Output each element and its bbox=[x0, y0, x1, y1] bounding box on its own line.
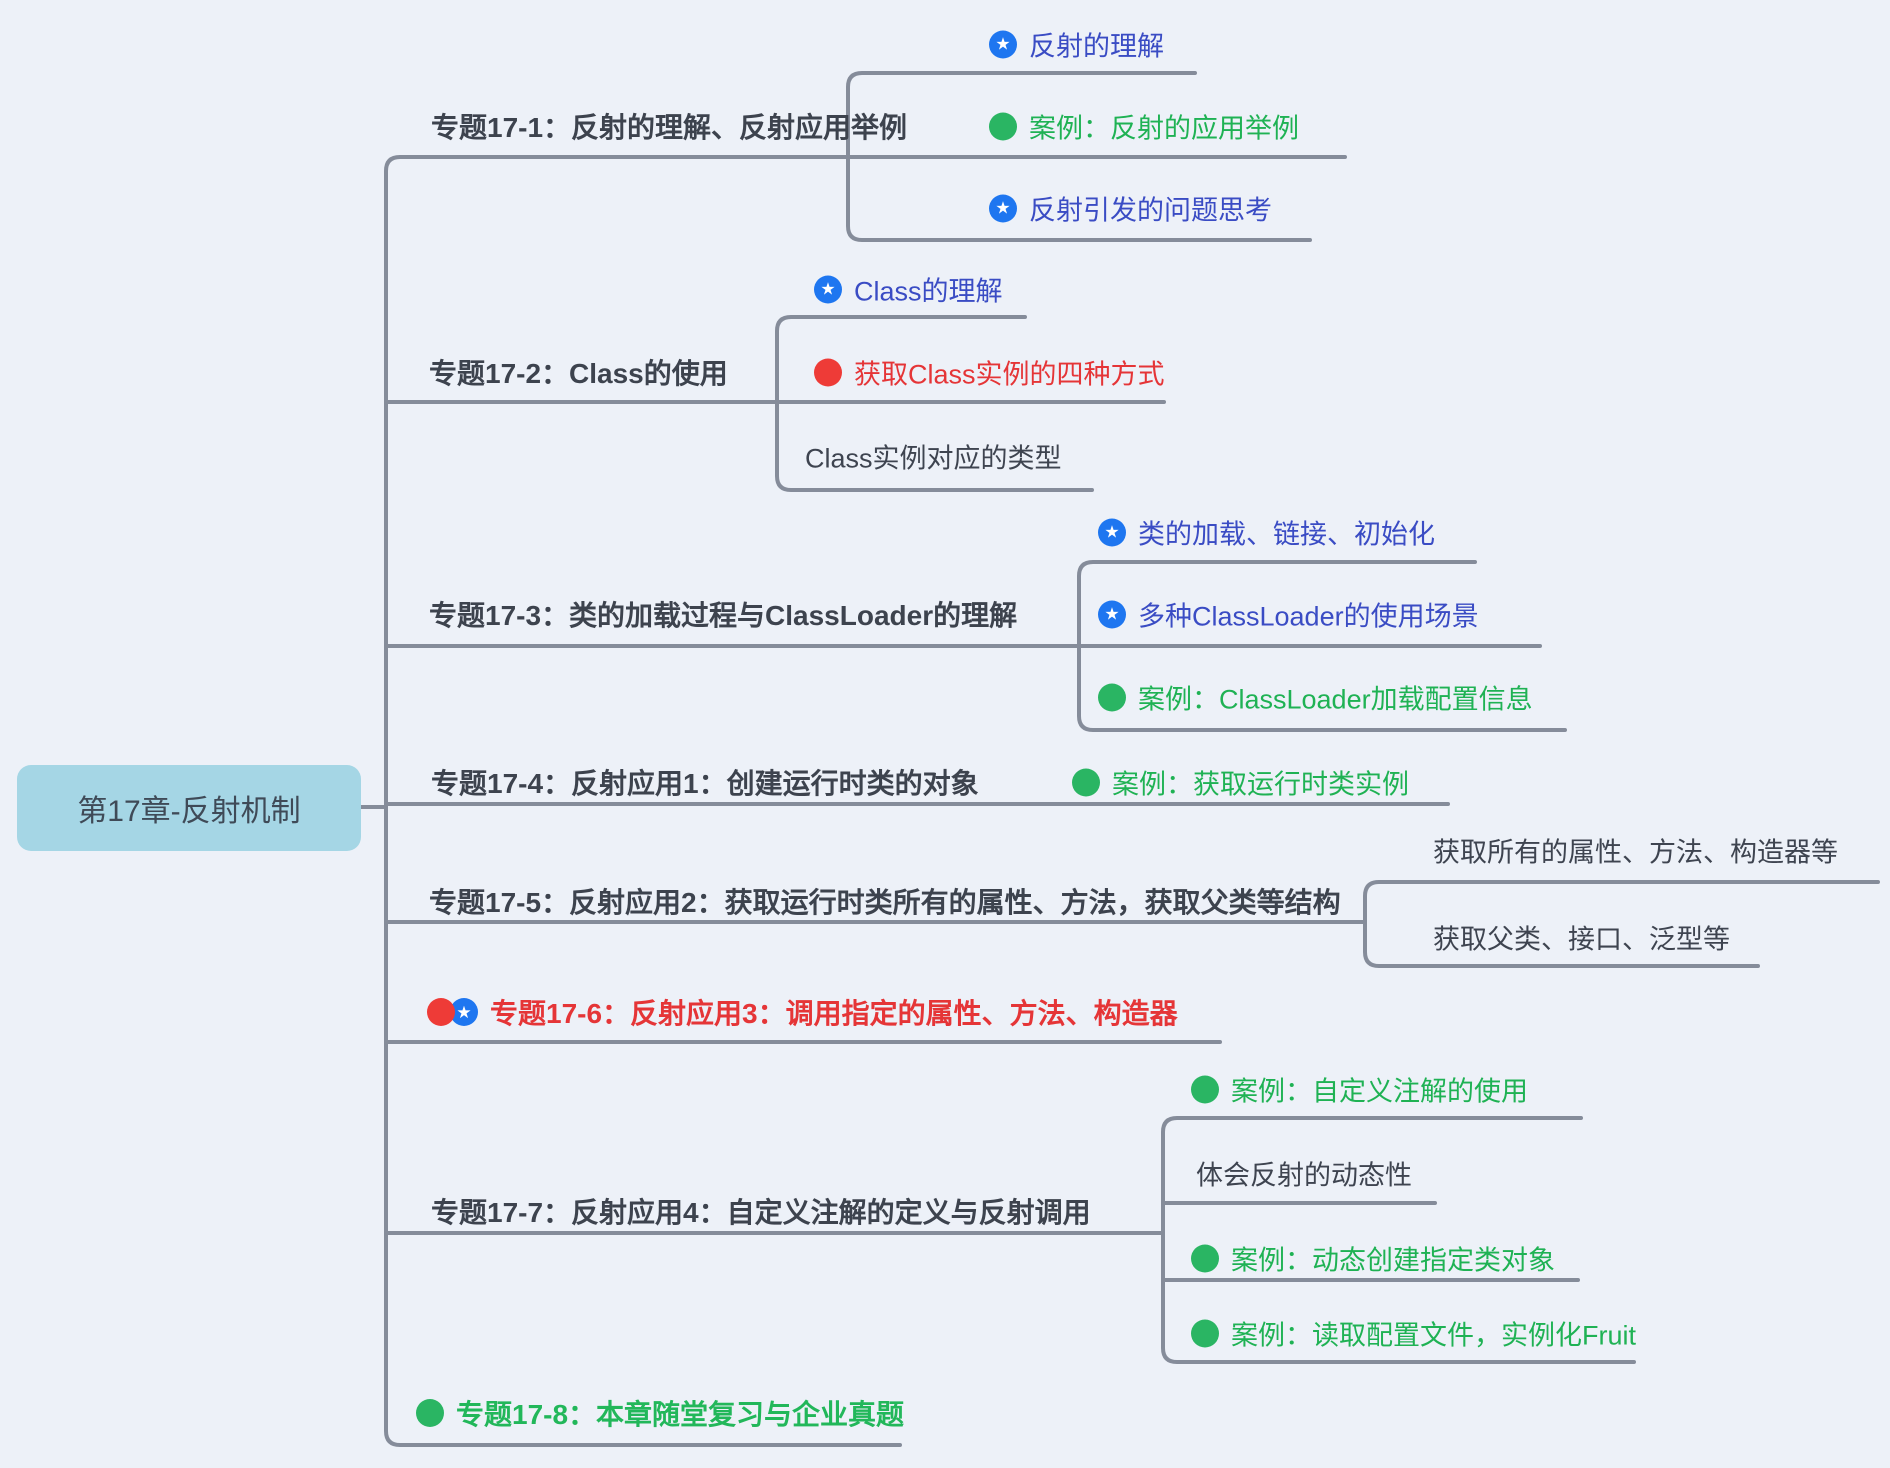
green-dot-icon bbox=[1191, 1244, 1219, 1272]
green-dot-icon bbox=[989, 112, 1017, 140]
branch-topic-label: 专题17-7：反射应用4：自定义注解的定义与反射调用 bbox=[431, 1197, 1091, 1228]
branch-topic-17-7[interactable]: 专题17-7：反射应用4：自定义注解的定义与反射调用 bbox=[431, 1191, 1091, 1231]
subtopic-label: 获取所有的属性、方法、构造器等 bbox=[1433, 837, 1838, 868]
branch5-children-bracket bbox=[1363, 880, 1880, 968]
star-icon: ★ bbox=[1098, 600, 1126, 628]
branch-topic-17-3[interactable]: 专题17-3：类的加载过程与ClassLoader的理解 bbox=[429, 594, 1017, 634]
subtopic-label: Class实例对应的类型 bbox=[805, 443, 1062, 474]
subtopic-label: 多种ClassLoader的使用场景 bbox=[1138, 601, 1479, 632]
star-icon: ★ bbox=[989, 30, 1017, 58]
branch-topic-label: 专题17-2：Class的使用 bbox=[429, 358, 728, 389]
subtopic-label: 案例：自定义注解的使用 bbox=[1231, 1076, 1528, 1107]
subtopic-label: 案例：动态创建指定类对象 bbox=[1231, 1245, 1555, 1276]
green-dot-icon bbox=[1191, 1075, 1219, 1103]
subtopic-label: 案例：反射的应用举例 bbox=[1029, 113, 1299, 144]
branch2-children-bracket bbox=[775, 315, 1094, 492]
branch-topic-17-6[interactable]: ★ 专题17-6：反射应用3：调用指定的属性、方法、构造器 bbox=[427, 992, 1178, 1032]
subtopic-label: Class的理解 bbox=[854, 276, 1003, 307]
subtopic-label: 反射的理解 bbox=[1029, 31, 1164, 62]
subtopic[interactable]: 案例：ClassLoader加载配置信息 bbox=[1098, 678, 1533, 717]
trunk-connector bbox=[384, 155, 1347, 1447]
branch-topic-17-1[interactable]: 专题17-1：反射的理解、反射应用举例 bbox=[431, 106, 907, 146]
branch-topic-17-5[interactable]: 专题17-5：反射应用2：获取运行时类所有的属性、方法，获取父类等结构 bbox=[429, 881, 1341, 921]
green-dot-icon bbox=[1191, 1319, 1219, 1347]
subtopic-label: 类的加载、链接、初始化 bbox=[1138, 519, 1435, 550]
subtopic[interactable]: 获取Class实例的四种方式 bbox=[814, 353, 1165, 392]
subtopic[interactable]: ★ 反射引发的问题思考 bbox=[989, 189, 1272, 228]
subtopic[interactable]: 案例：自定义注解的使用 bbox=[1191, 1070, 1528, 1109]
red-dot-icon bbox=[427, 998, 455, 1026]
root-topic[interactable]: 第17章-反射机制 bbox=[17, 765, 361, 851]
branch-topic-label: 专题17-3：类的加载过程与ClassLoader的理解 bbox=[429, 600, 1018, 631]
branch-topic-label: 专题17-5：反射应用2：获取运行时类所有的属性、方法，获取父类等结构 bbox=[429, 887, 1341, 918]
branch-topic-17-2[interactable]: 专题17-2：Class的使用 bbox=[429, 352, 728, 392]
subtopic-label: 反射引发的问题思考 bbox=[1029, 195, 1272, 226]
subtopic-label: 获取父类、接口、泛型等 bbox=[1433, 924, 1730, 955]
subtopic[interactable]: 获取所有的属性、方法、构造器等 bbox=[1433, 831, 1838, 870]
subtopic[interactable]: 案例：动态创建指定类对象 bbox=[1191, 1239, 1555, 1278]
subtopic[interactable]: ★ 多种ClassLoader的使用场景 bbox=[1098, 595, 1479, 634]
red-dot-icon bbox=[814, 358, 842, 386]
branch-topic-label: 专题17-6：反射应用3：调用指定的属性、方法、构造器 bbox=[490, 998, 1178, 1029]
subtopic-label: 获取Class实例的四种方式 bbox=[854, 359, 1165, 390]
branch-topic-label: 专题17-4：反射应用1：创建运行时类的对象 bbox=[431, 768, 979, 799]
subtopic[interactable]: Class实例对应的类型 bbox=[805, 437, 1062, 476]
star-icon: ★ bbox=[1098, 518, 1126, 546]
star-icon: ★ bbox=[989, 194, 1017, 222]
subtopic[interactable]: ★ 类的加载、链接、初始化 bbox=[1098, 513, 1435, 552]
subtopic[interactable]: ★ Class的理解 bbox=[814, 270, 1003, 309]
subtopic[interactable]: 获取父类、接口、泛型等 bbox=[1433, 918, 1730, 957]
root-topic-label: 第17章-反射机制 bbox=[77, 795, 301, 828]
branch7-children-bracket bbox=[1161, 1116, 1636, 1364]
branch-topic-17-4[interactable]: 专题17-4：反射应用1：创建运行时类的对象 bbox=[431, 762, 979, 802]
subtopic[interactable]: ★ 反射的理解 bbox=[989, 25, 1164, 64]
subtopic-label: 案例：ClassLoader加载配置信息 bbox=[1138, 684, 1533, 715]
subtopic[interactable]: 体会反射的动态性 bbox=[1196, 1154, 1412, 1193]
green-dot-icon bbox=[1072, 768, 1100, 796]
subtopic[interactable]: 案例：反射的应用举例 bbox=[989, 107, 1299, 146]
subtopic-label: 案例：读取配置文件，实例化Fruit bbox=[1231, 1320, 1636, 1351]
subtopic-label: 案例：获取运行时类实例 bbox=[1112, 769, 1409, 800]
green-dot-icon bbox=[1098, 683, 1126, 711]
branch1-children-bracket bbox=[846, 71, 1312, 242]
branch-topic-17-8[interactable]: 专题17-8：本章随堂复习与企业真题 bbox=[416, 1393, 904, 1433]
subtopic[interactable]: 案例：读取配置文件，实例化Fruit bbox=[1191, 1314, 1636, 1353]
subtopic[interactable]: 案例：获取运行时类实例 bbox=[1072, 763, 1409, 802]
branch3-children-bracket bbox=[1077, 560, 1567, 732]
branch-topic-label: 专题17-1：反射的理解、反射应用举例 bbox=[431, 112, 908, 143]
green-dot-icon bbox=[416, 1399, 444, 1427]
subtopic-label: 体会反射的动态性 bbox=[1196, 1160, 1412, 1191]
branch-topic-label: 专题17-8：本章随堂复习与企业真题 bbox=[456, 1399, 905, 1430]
star-icon: ★ bbox=[814, 275, 842, 303]
